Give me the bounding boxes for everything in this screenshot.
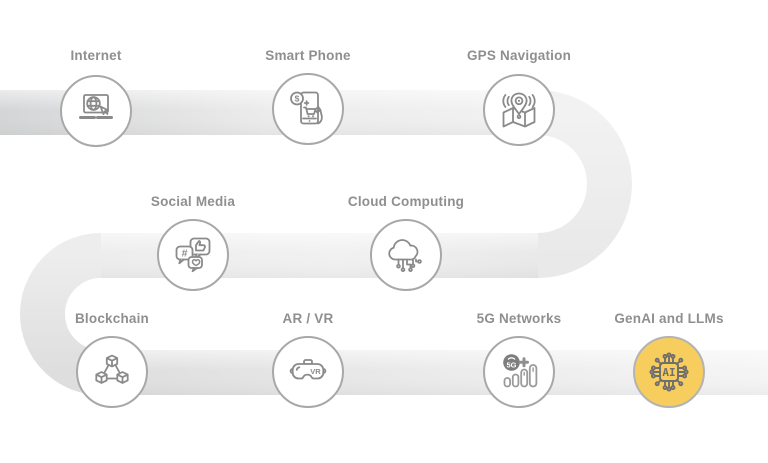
node-label: Social Media bbox=[150, 194, 236, 209]
node-circle-highlighted: AI bbox=[633, 336, 705, 408]
laptop-globe-icon bbox=[72, 87, 120, 135]
svg-text:$: $ bbox=[295, 93, 300, 103]
node-label: Blockchain bbox=[74, 311, 150, 326]
node-circle bbox=[370, 219, 442, 291]
svg-text:5G: 5G bbox=[506, 360, 516, 369]
svg-text:VR: VR bbox=[310, 367, 321, 376]
node-label: AR / VR bbox=[282, 311, 334, 326]
chat-bubbles-icon: # bbox=[169, 231, 217, 279]
5g-signal-icon: 5G bbox=[503, 354, 543, 396]
svg-text:AI: AI bbox=[662, 366, 675, 379]
node-label: Smart Phone bbox=[265, 48, 351, 63]
node-circle bbox=[483, 74, 555, 146]
svg-text:#: # bbox=[182, 248, 188, 260]
node-circle: 5G bbox=[483, 336, 555, 408]
vr-headset-icon: VR bbox=[284, 348, 332, 396]
ai-chip-icon: AI bbox=[645, 348, 693, 396]
node-label: GPS Navigation bbox=[466, 48, 572, 63]
cubes-network-icon bbox=[88, 348, 136, 396]
node-label: 5G Networks bbox=[476, 311, 562, 326]
node-label: GenAI and LLMs bbox=[614, 311, 724, 326]
node-circle bbox=[76, 336, 148, 408]
node-circle: VR bbox=[272, 336, 344, 408]
node-label: Internet bbox=[70, 48, 122, 63]
map-pin-icon bbox=[495, 86, 543, 134]
node-circle: # bbox=[157, 219, 229, 291]
node-label: Cloud Computing bbox=[347, 194, 465, 209]
mobile-payment-icon: $ bbox=[284, 85, 332, 133]
node-circle bbox=[60, 75, 132, 147]
node-circle: $ bbox=[272, 73, 344, 145]
cloud-circuit-icon bbox=[382, 231, 430, 279]
